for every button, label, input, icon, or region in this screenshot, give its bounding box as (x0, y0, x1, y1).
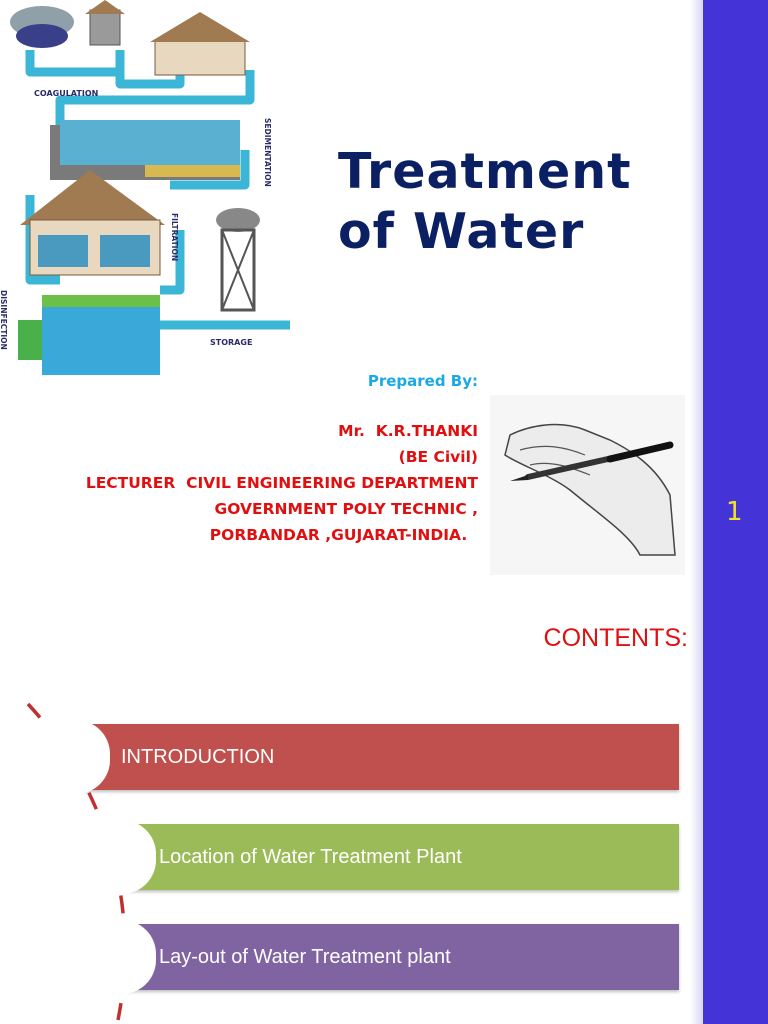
author-location: PORBANDAR ,GUJARAT-INDIA. (209, 526, 478, 544)
coagulation-label: COAGULATION (34, 89, 98, 98)
title-line-1: Treatment (338, 143, 632, 200)
water-treatment-diagram: COAGULATION SEDIMENTATION FILTRATION STO… (0, 0, 290, 375)
hand-with-pen-icon (490, 395, 685, 575)
filtration-label: FILTRATION (170, 213, 179, 261)
prepared-by-label: Prepared By: (367, 372, 478, 390)
storage-label: STORAGE (210, 338, 252, 347)
sidebar-edge (690, 0, 703, 1024)
title-line-2: of Water (338, 203, 585, 260)
author-name: Mr. K.R.THANKI (338, 422, 478, 440)
contents-heading: CONTENTS: (543, 624, 688, 652)
contents-item-label: Location of Water Treatment Plant (159, 845, 462, 868)
disinfection-label: DISINFECTION (0, 290, 8, 350)
contents-item-layout[interactable]: Lay-out of Water Treatment plant (122, 920, 679, 994)
slide-number: 1 (726, 497, 743, 527)
author-degree: (BE Civil) (398, 448, 478, 466)
author-institution: GOVERNMENT POLY TECHNIC , (214, 500, 478, 518)
slide-title: Treatment of Water (338, 142, 632, 262)
contents-item-introduction[interactable]: INTRODUCTION (76, 720, 679, 794)
author-position: LECTURER CIVIL ENGINEERING DEPARTMENT (85, 474, 478, 492)
contents-item-label: INTRODUCTION (121, 745, 275, 768)
contents-item-location[interactable]: Location of Water Treatment Plant (122, 820, 679, 894)
sedimentation-label: SEDIMENTATION (263, 118, 272, 187)
contents-item-label: Lay-out of Water Treatment plant (159, 945, 451, 968)
sidebar-band (703, 0, 768, 1024)
author-block: Mr. K.R.THANKI (BE Civil) LECTURER CIVIL… (86, 418, 478, 548)
